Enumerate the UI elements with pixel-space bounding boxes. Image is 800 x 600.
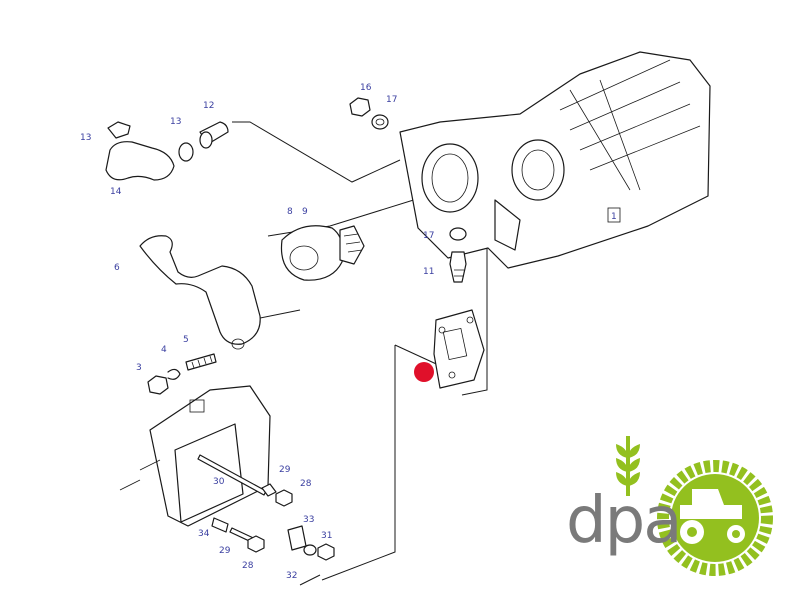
callout-32: 32 (286, 571, 297, 581)
stud-nut-set (147, 353, 217, 395)
callout-labels: 13 13 12 14 16 17 8 9 17 11 1 6 4 5 3 29… (80, 83, 617, 581)
tractor-icon (680, 489, 745, 544)
callout-33: 33 (303, 515, 314, 525)
highlight-marker (414, 362, 434, 382)
callout-8: 8 (287, 207, 293, 217)
wheat-icon (616, 436, 640, 496)
callout-30: 30 (213, 477, 225, 487)
callout-11: 11 (423, 267, 434, 277)
outlet-elbow (139, 235, 261, 350)
thermostat-housing (399, 51, 711, 269)
callout-17b: 17 (423, 231, 434, 241)
callout-14: 14 (110, 187, 122, 197)
callout-4: 4 (161, 345, 167, 355)
logo-green-ring (657, 460, 773, 576)
callout-12: 12 (203, 101, 214, 111)
callout-29b: 29 (219, 546, 231, 556)
thermostat (280, 225, 365, 281)
logo-wordmark: dpa (566, 484, 680, 558)
callout-28a: 28 (300, 479, 312, 489)
callout-1: 1 (611, 212, 617, 222)
callout-5: 5 (183, 335, 189, 345)
callout-16: 16 (360, 83, 372, 93)
callout-34: 34 (198, 529, 210, 539)
callout-9: 9 (302, 207, 308, 217)
gasket (433, 309, 485, 389)
callout-31: 31 (321, 531, 332, 541)
callout-29a: 29 (279, 465, 291, 475)
callout-3: 3 (136, 363, 142, 373)
stud-hardware-bottom (197, 454, 335, 561)
dpa-logo: dpa (566, 436, 773, 576)
bolt-washer-mid (449, 227, 467, 283)
hose-assembly (105, 121, 229, 181)
callout-13a: 13 (80, 133, 91, 143)
cylinder-head (119, 385, 271, 527)
nut-washer-top (349, 97, 389, 130)
callout-17a: 17 (386, 95, 397, 105)
callout-28b: 28 (242, 561, 254, 571)
callout-6: 6 (114, 263, 120, 273)
callout-13b: 13 (170, 117, 181, 127)
